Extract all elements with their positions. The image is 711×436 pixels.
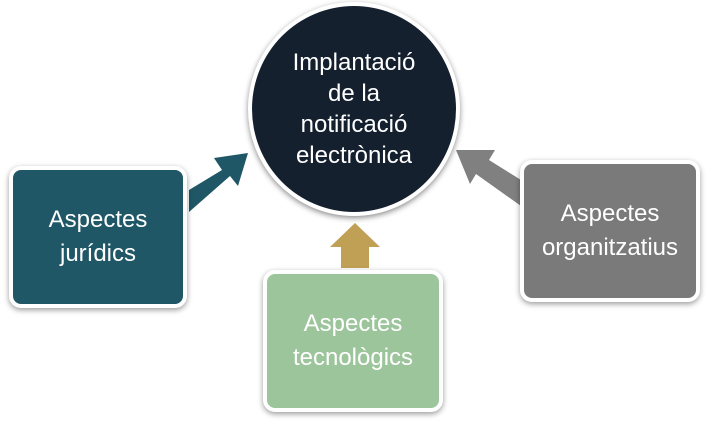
box-label: Aspectes — [48, 206, 148, 233]
box-aspectes-juridics: Aspectes jurídics — [9, 166, 187, 308]
center-line: de la — [327, 80, 381, 107]
center-line: electrònica — [295, 142, 413, 169]
center-line: Implantació — [292, 49, 416, 76]
center-line: notificació — [300, 111, 408, 138]
box-label: organitzatius — [541, 234, 679, 261]
box-aspectes-tecnologics: Aspectes tecnològics — [263, 270, 443, 412]
box-label: tecnològics — [292, 344, 414, 371]
arrow-organitzatius — [456, 150, 521, 206]
box-label: jurídics — [59, 240, 137, 267]
arrow-tecnologics — [330, 223, 380, 268]
center-circle: Implantació de la notificació electrònic… — [248, 2, 460, 216]
box-label: Aspectes — [560, 200, 660, 227]
box-aspectes-organitzatius: Aspectes organitzatius — [520, 160, 700, 302]
arrow-juridics — [189, 153, 248, 212]
box-label: Aspectes — [303, 310, 403, 337]
